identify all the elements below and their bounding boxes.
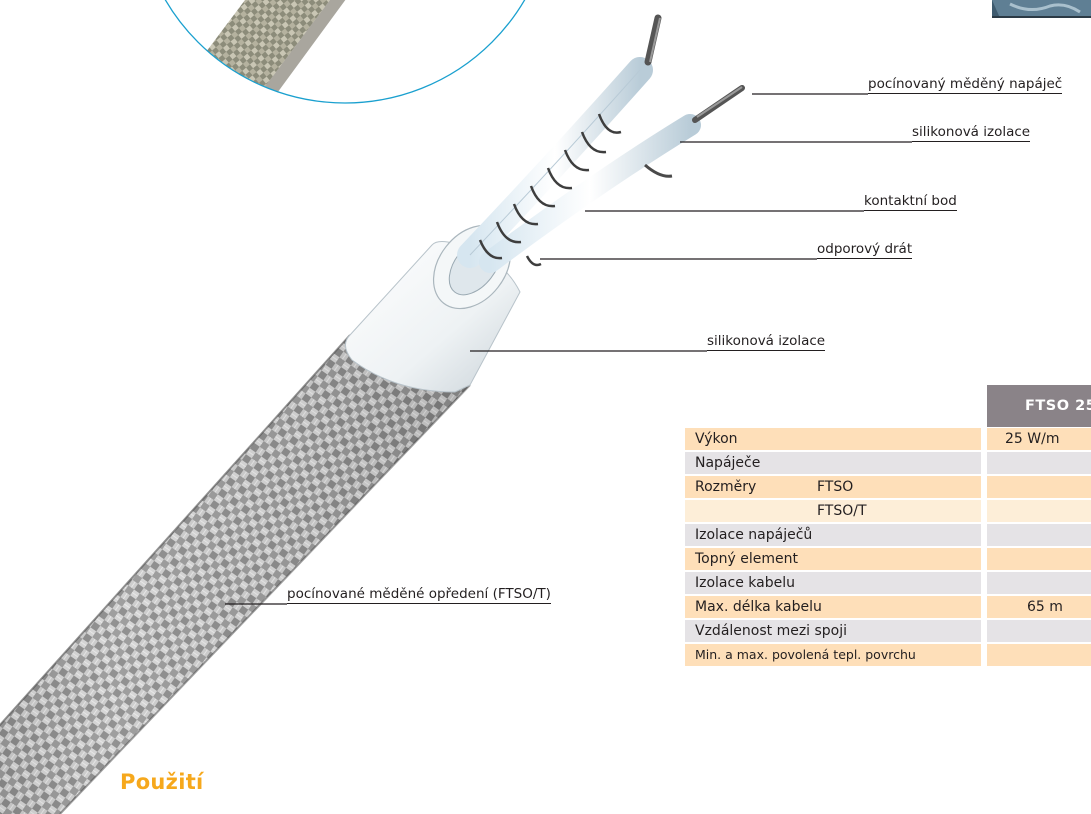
- spec-label: Topný element: [685, 548, 981, 570]
- spec-label: Min. a max. povolená tepl. povrchu: [685, 644, 981, 666]
- spec-label: Rozměry FTSO: [685, 476, 981, 498]
- spec-value: [987, 500, 1091, 522]
- magnified-braid-circle: [137, 0, 553, 103]
- callout-tinned-copper-conductor: pocínovaný měděný napáječ: [868, 76, 1062, 94]
- callout-resistance-wire: odporový drát: [817, 241, 912, 259]
- spec-value: [987, 644, 1091, 666]
- spec-label: Izolace napáječů: [685, 524, 981, 546]
- braided-jacket: [0, 335, 470, 814]
- section-title-usage: Použití: [120, 770, 204, 794]
- spec-label: Výkon: [685, 428, 981, 450]
- spec-label: FTSO/T: [685, 500, 981, 522]
- spec-value: 25 W/m: [987, 428, 1091, 450]
- spec-label: Napáječe: [685, 452, 981, 474]
- spec-value: [987, 524, 1091, 546]
- spec-label-main: Rozměry: [695, 479, 756, 495]
- spec-value: [987, 620, 1091, 642]
- callout-contact-point: kontaktní bod: [864, 193, 957, 211]
- callout-tinned-copper-braid: pocínované měděné opředení (FTSO/T): [287, 586, 551, 604]
- spec-label: Izolace kabelu: [685, 572, 981, 594]
- spec-label: Vzdálenost mezi spoji: [685, 620, 981, 642]
- callout-silicone-insulation-outer: silikonová izolace: [707, 333, 825, 351]
- spec-label: Max. délka kabelu: [685, 596, 981, 618]
- spec-sublabel: FTSO/T: [817, 500, 867, 522]
- spec-value: 65 m: [987, 596, 1091, 618]
- spec-value: [987, 476, 1091, 498]
- spec-value: [987, 548, 1091, 570]
- installation-photo-thumbnail: [992, 0, 1091, 18]
- spec-sublabel: FTSO: [817, 476, 853, 498]
- callout-silicone-insulation-inner: silikonová izolace: [912, 124, 1030, 142]
- spec-value: [987, 572, 1091, 594]
- spec-value: [987, 452, 1091, 474]
- spec-table-header: FTSO 25: [987, 385, 1091, 427]
- inner-conductors: [470, 18, 742, 262]
